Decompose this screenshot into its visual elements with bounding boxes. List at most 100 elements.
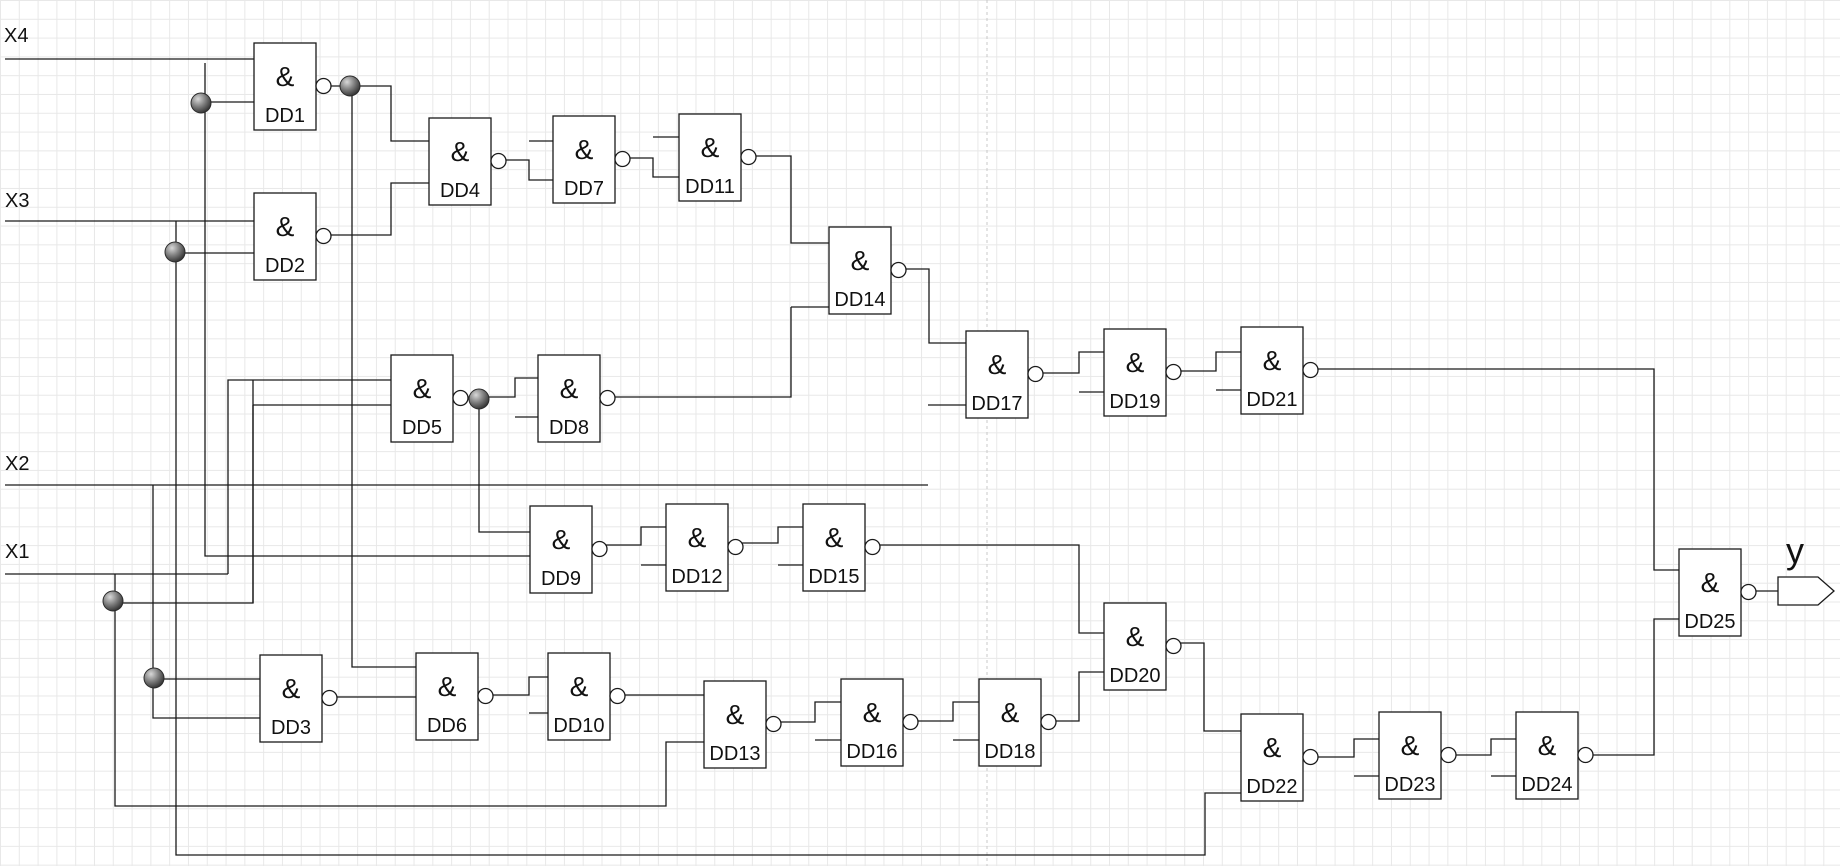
gate-box [415, 652, 479, 741]
inverter-bubble [315, 227, 332, 245]
gate-box [428, 117, 492, 206]
gate-dd7: &DD7 [552, 115, 631, 204]
gate-dd11: &DD11 [678, 113, 757, 202]
gate-dd6: &DD6 [415, 652, 494, 741]
wire [352, 85, 429, 142]
wire [1303, 368, 1679, 571]
gate-dd17: &DD17 [965, 330, 1044, 419]
gate-dd5: & DD5 [390, 354, 469, 443]
gate-symbol: & [1538, 730, 1557, 761]
gate-symbol: & [863, 697, 882, 728]
wire [114, 574, 704, 807]
gate-box [978, 678, 1042, 767]
gate-label: DD2 [265, 255, 305, 277]
gate-label: DD22 [1246, 776, 1297, 798]
gate-box [537, 354, 601, 443]
gate-dd4: &DD4 [428, 117, 507, 206]
gate-label: DD9 [541, 568, 581, 590]
gate-box [1678, 548, 1742, 637]
gate-label: DD13 [709, 743, 760, 765]
input-label-x4: X4 [4, 25, 28, 47]
gate-label: DD20 [1109, 665, 1160, 687]
gate-label: DD3 [271, 717, 311, 739]
gate-dd20: &DD20 [1103, 602, 1182, 691]
inverter-bubble [864, 538, 881, 556]
gate-dd13: &DD13 [703, 680, 782, 769]
gate-symbol: & [988, 349, 1007, 380]
gate-box [1240, 326, 1304, 415]
inverter-bubble [490, 152, 507, 170]
gate-label: DD21 [1246, 389, 1297, 411]
inverter-bubble [591, 540, 608, 558]
gate-box [1515, 711, 1579, 800]
wire [227, 379, 391, 574]
wire [1441, 738, 1516, 756]
gate-label: DD16 [846, 741, 897, 763]
inverter-bubble [321, 689, 338, 707]
gate-label: DD15 [808, 566, 859, 588]
gate-box [259, 654, 323, 743]
gate-label: DD8 [549, 417, 589, 439]
wire [1303, 738, 1379, 758]
wire [601, 307, 792, 398]
gate-label: DD7 [564, 178, 604, 200]
inverter-bubble [452, 389, 469, 407]
gates: &DD1&DD2&DD3&DD4&DD5&DD6&DD7&DD8&DD9&DD1… [253, 42, 1757, 802]
wire [891, 268, 966, 344]
inverter-bubble [1040, 713, 1057, 731]
inverter-bubble [727, 538, 744, 556]
wire [1041, 671, 1104, 722]
junction-dot [102, 590, 124, 612]
wire [316, 182, 429, 236]
junctions [102, 75, 490, 689]
inverter-bubble [614, 150, 631, 168]
gate-box [703, 680, 767, 769]
gate-label: DD11 [685, 176, 735, 198]
junction-dot [468, 388, 490, 410]
gate-label: DD5 [402, 417, 442, 439]
gate-label: DD18 [984, 741, 1035, 763]
gate-symbol: & [282, 673, 301, 704]
gate-box [552, 115, 616, 204]
wires [5, 58, 1778, 856]
inverter-bubble [902, 713, 919, 731]
gate-box [965, 330, 1029, 419]
wire [1166, 642, 1241, 732]
inverter-bubble [1165, 637, 1182, 655]
output-label: y [1786, 530, 1804, 571]
gate-dd19: &DD19 [1103, 328, 1182, 417]
gate-dd2: & DD2 [253, 192, 332, 281]
gate-box [253, 42, 317, 131]
gate-dd16: & DD16 [840, 678, 919, 767]
wire [591, 526, 666, 546]
gate-dd9: &DD9 [529, 505, 608, 594]
wire [316, 85, 416, 668]
gate-label: DD1 [265, 105, 305, 127]
gate-symbol: & [276, 61, 295, 92]
gate-box [828, 226, 892, 315]
inverter-bubble [1302, 748, 1319, 766]
gate-symbol: & [413, 373, 432, 404]
gate-symbol: & [438, 671, 457, 702]
inverter-bubble [1165, 363, 1182, 381]
gate-box [1103, 602, 1167, 691]
wire [741, 155, 829, 244]
gate-label: DD12 [671, 566, 722, 588]
gate-dd24: &DD24 [1515, 711, 1594, 800]
wire [115, 380, 254, 604]
gate-symbol: & [1263, 345, 1282, 376]
gate-dd15: &DD15 [802, 503, 881, 592]
wire [865, 544, 1104, 634]
gate-dd23: &DD23 [1378, 711, 1457, 800]
gate-symbol: & [688, 522, 707, 553]
gate-label: DD10 [553, 715, 604, 737]
gate-dd8: &DD8 [537, 354, 616, 443]
junction-dot [339, 75, 361, 97]
input-label-x3: X3 [5, 190, 29, 212]
gate-symbol: & [276, 211, 295, 242]
gate-symbol: & [570, 671, 589, 702]
inverter-bubble [1302, 361, 1319, 379]
gate-box [1103, 328, 1167, 417]
inverter-bubble [599, 389, 616, 407]
